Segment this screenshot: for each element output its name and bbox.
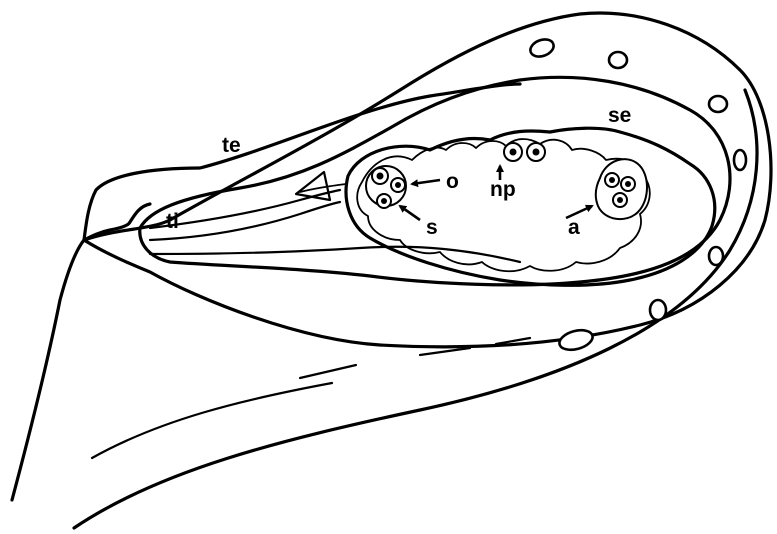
outer-integument	[84, 13, 771, 347]
antipodal-cell-3-nucleus	[617, 197, 623, 203]
polar-nucleus-2-core	[533, 149, 540, 156]
antipodal-group	[596, 159, 647, 219]
vascular-dash-2	[420, 348, 470, 355]
integument-hole-5	[709, 247, 723, 265]
integument-hole-2	[609, 52, 627, 68]
nucellus-boundary	[150, 247, 520, 262]
integument-hole-4	[734, 150, 746, 170]
polar-nucleus-1-core	[510, 149, 517, 156]
egg-cell-1-nucleus	[377, 173, 384, 180]
label-np: np	[490, 178, 516, 201]
integument-hole-1	[528, 36, 556, 59]
label-a: a	[568, 216, 580, 239]
synergid-cell-nucleus	[381, 198, 387, 204]
label-te: te	[222, 134, 241, 157]
integument-hole-3	[709, 96, 727, 112]
label-s: s	[426, 216, 438, 239]
egg-cell-2-nucleus	[395, 182, 401, 188]
funiculus-outline-upper	[12, 240, 84, 500]
label-ti: ti	[166, 210, 179, 233]
integument-hole-6	[650, 300, 666, 320]
antipodal-cell-1-nucleus	[609, 177, 615, 183]
arrow-o	[412, 180, 440, 184]
antipodal-cell-2-nucleus	[625, 181, 631, 187]
label-o: o	[446, 170, 459, 193]
arrow-s	[400, 206, 420, 220]
label-se: se	[608, 104, 631, 127]
raphe-line-lower	[92, 383, 332, 458]
integument-hole-7	[557, 327, 595, 353]
vascular-dash-1	[300, 365, 356, 378]
